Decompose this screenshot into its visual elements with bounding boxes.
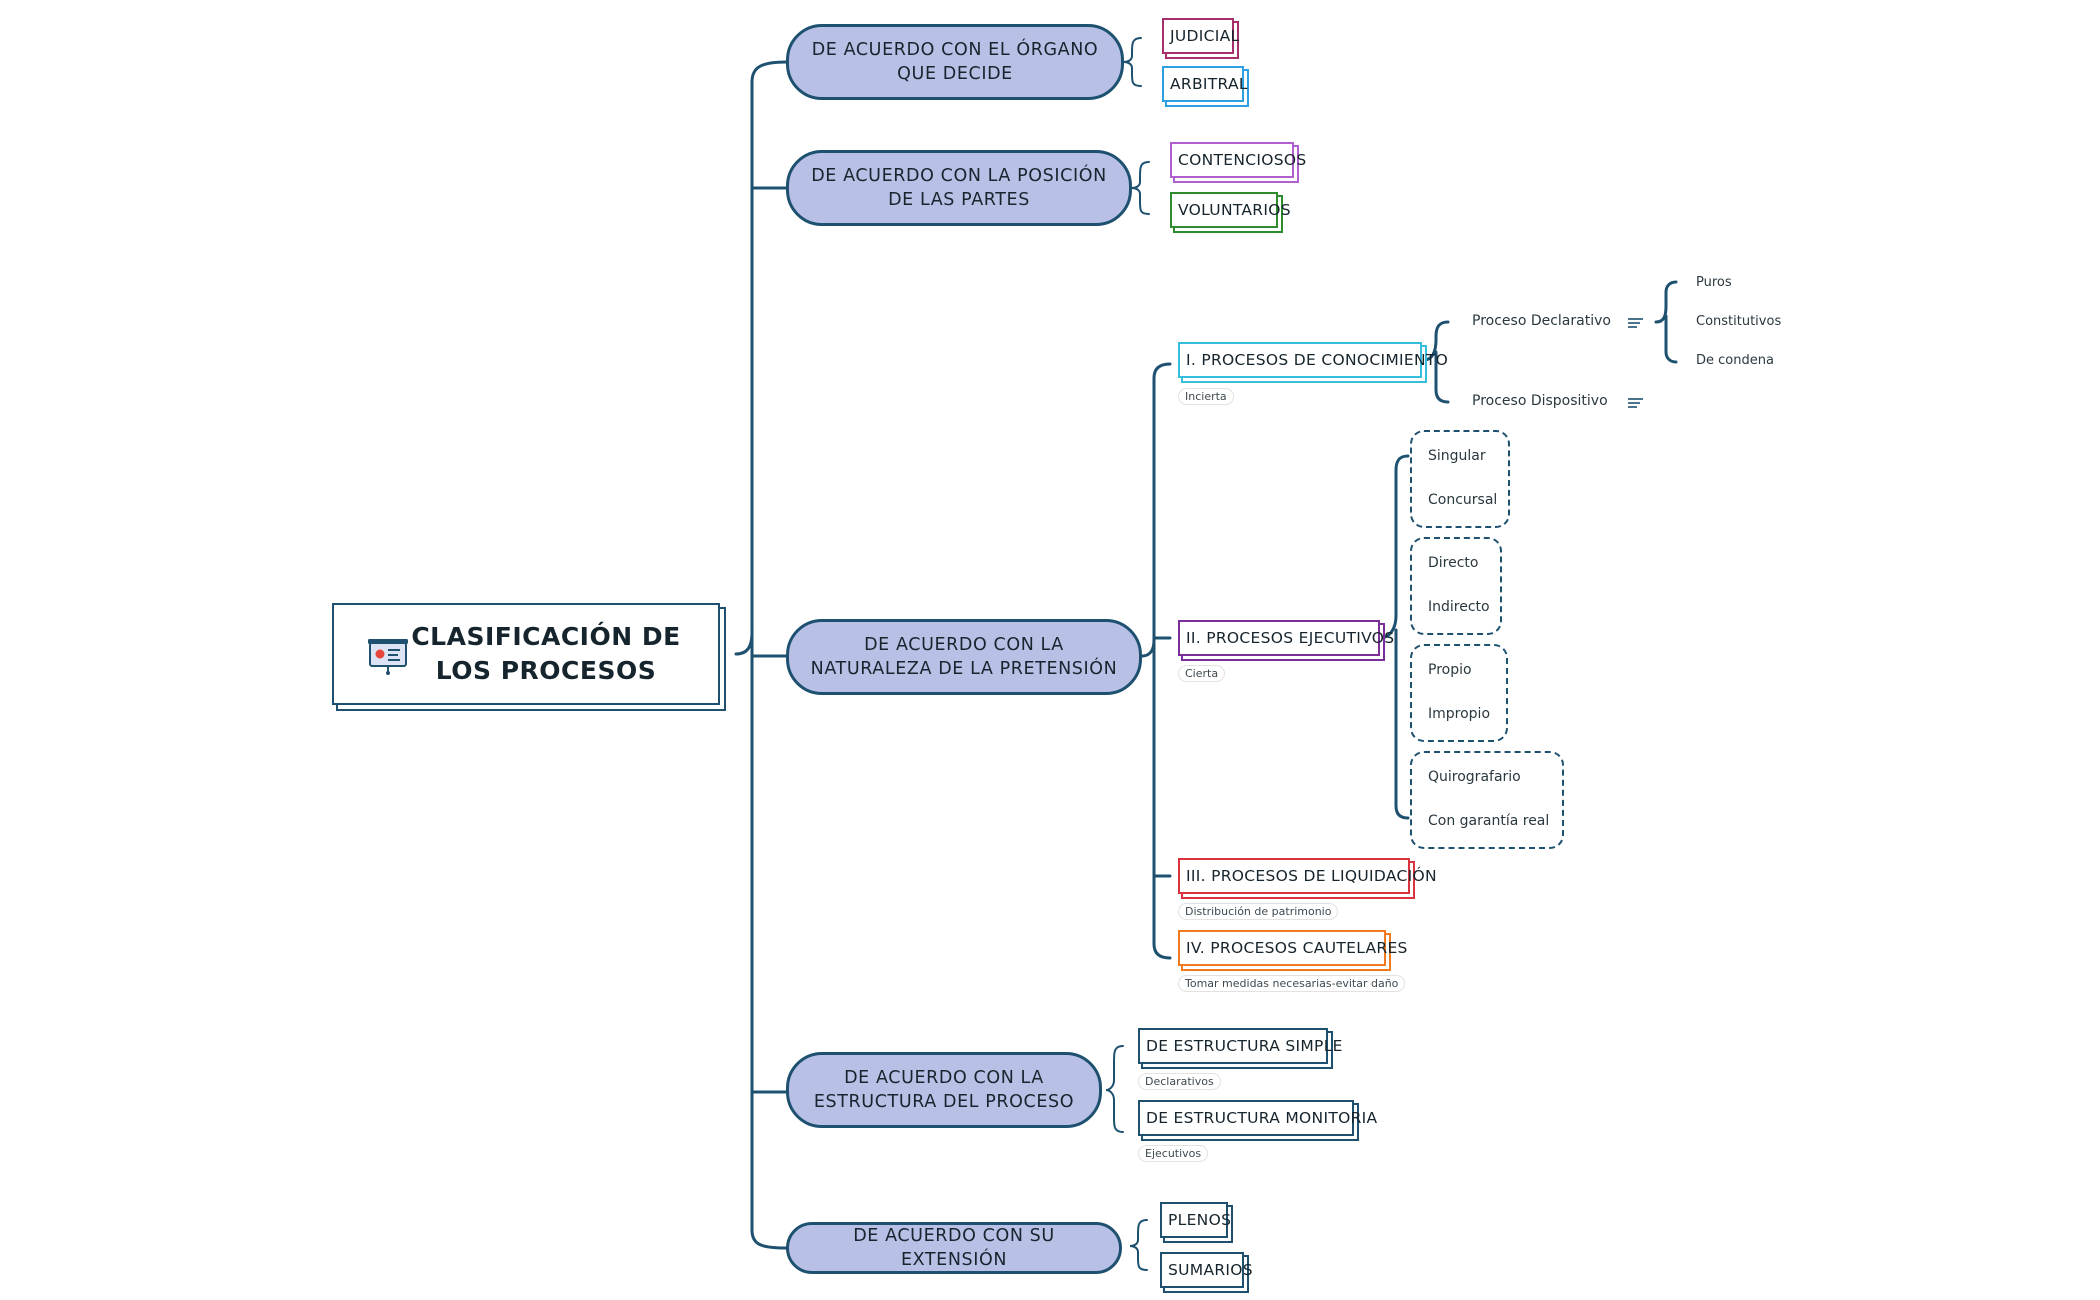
branch-posicion-label: DE ACUERDO CON LA POSICIÓN DE LAS PARTES bbox=[811, 166, 1107, 210]
branch-naturaleza[interactable]: DE ACUERDO CON LA NATURALEZA DE LA PRETE… bbox=[786, 619, 1142, 695]
conocimiento-note: Incierta bbox=[1178, 388, 1234, 405]
arbitral-label: ARBITRAL bbox=[1170, 75, 1248, 93]
branch-estructura[interactable]: DE ACUERDO CON LA ESTRUCTURA DEL PROCESO bbox=[786, 1052, 1102, 1128]
ejecutivos-group-3[interactable] bbox=[1410, 644, 1508, 742]
branch-extension-label: DE ACUERDO CON SU EXTENSIÓN bbox=[853, 1226, 1055, 1270]
declarativo-constitutivos[interactable]: Constitutivos bbox=[1696, 314, 1782, 329]
ejecutivo-con-garantia-real[interactable]: Con garantía real bbox=[1428, 813, 1550, 829]
ejecutivos-note: Cierta bbox=[1178, 665, 1226, 682]
ejecutivo-quirografario[interactable]: Quirografario bbox=[1428, 769, 1521, 785]
ejecutivos-label: II. PROCESOS EJECUTIVOS bbox=[1186, 629, 1395, 647]
cautelares-note: Tomar medidas necesarias-evitar daño bbox=[1178, 975, 1406, 992]
plenos-label: PLENOS bbox=[1168, 1211, 1232, 1229]
proceso-dispositivo[interactable]: Proceso Dispositivo bbox=[1472, 393, 1608, 409]
proceso-declarativo[interactable]: Proceso Declarativo bbox=[1472, 313, 1611, 329]
ejecutivos-group-2[interactable] bbox=[1410, 537, 1502, 635]
estructura-monitoria-box[interactable]: DE ESTRUCTURA MONITORIA bbox=[1138, 1100, 1377, 1136]
ejecutivo-singular[interactable]: Singular bbox=[1428, 448, 1486, 464]
estructura-monitoria-note: Ejecutivos bbox=[1138, 1145, 1209, 1162]
ejecutivos-group-4[interactable] bbox=[1410, 751, 1564, 849]
proceso-dispositivo-label: Proceso Dispositivo bbox=[1472, 393, 1608, 409]
judicial-label: JUDICIAL bbox=[1170, 27, 1240, 45]
root-title: CLASIFICACIÓN DE LOS PROCESOS bbox=[411, 622, 681, 685]
notes-lines-icon bbox=[1628, 318, 1643, 328]
estructura-simple-note: Declarativos bbox=[1138, 1073, 1221, 1090]
conocimiento-label: I. PROCESOS DE CONOCIMIENTO bbox=[1186, 351, 1449, 369]
presentation-board-icon bbox=[368, 639, 408, 675]
branch-naturaleza-label: DE ACUERDO CON LA NATURALEZA DE LA PRETE… bbox=[810, 635, 1118, 679]
sumarios-label: SUMARIOS bbox=[1168, 1261, 1253, 1279]
contenciosos-label: CONTENCIOSOS bbox=[1178, 151, 1307, 169]
ejecutivos-box[interactable]: II. PROCESOS EJECUTIVOS bbox=[1178, 620, 1394, 656]
liquidacion-label: III. PROCESOS DE LIQUIDACIÓN bbox=[1186, 867, 1437, 885]
liquidacion-note: Distribución de patrimonio bbox=[1178, 903, 1339, 920]
voluntarios-label: VOLUNTARIOS bbox=[1178, 201, 1291, 219]
estructura-simple-label: DE ESTRUCTURA SIMPLE bbox=[1146, 1037, 1343, 1055]
estructura-monitoria-label: DE ESTRUCTURA MONITORIA bbox=[1146, 1109, 1378, 1127]
ejecutivo-indirecto[interactable]: Indirecto bbox=[1428, 599, 1490, 615]
cautelares-box[interactable]: IV. PROCESOS CAUTELARES bbox=[1178, 930, 1407, 966]
cautelares-label: IV. PROCESOS CAUTELARES bbox=[1186, 939, 1408, 957]
plenos-box[interactable]: PLENOS bbox=[1160, 1202, 1232, 1238]
branch-posicion[interactable]: DE ACUERDO CON LA POSICIÓN DE LAS PARTES bbox=[786, 150, 1132, 226]
liquidacion-box[interactable]: III. PROCESOS DE LIQUIDACIÓN bbox=[1178, 858, 1437, 894]
conocimiento-box[interactable]: I. PROCESOS DE CONOCIMIENTO bbox=[1178, 342, 1448, 378]
estructura-simple-box[interactable]: DE ESTRUCTURA SIMPLE bbox=[1138, 1028, 1342, 1064]
arbitral-box[interactable]: ARBITRAL bbox=[1162, 66, 1248, 102]
voluntarios-box[interactable]: VOLUNTARIOS bbox=[1170, 192, 1291, 228]
declarativo-de-condena[interactable]: De condena bbox=[1696, 353, 1774, 368]
notes-lines-icon bbox=[1628, 398, 1643, 408]
ejecutivo-propio[interactable]: Propio bbox=[1428, 662, 1472, 678]
judicial-box[interactable]: JUDICIAL bbox=[1162, 18, 1239, 54]
branch-extension[interactable]: DE ACUERDO CON SU EXTENSIÓN bbox=[786, 1222, 1122, 1274]
root-topic[interactable]: CLASIFICACIÓN DE LOS PROCESOS bbox=[332, 603, 720, 705]
sumarios-box[interactable]: SUMARIOS bbox=[1160, 1252, 1253, 1288]
ejecutivo-concursal[interactable]: Concursal bbox=[1428, 492, 1498, 508]
branch-estructura-label: DE ACUERDO CON LA ESTRUCTURA DEL PROCESO bbox=[813, 1068, 1075, 1112]
branch-organo[interactable]: DE ACUERDO CON EL ÓRGANO QUE DECIDE bbox=[786, 24, 1124, 100]
proceso-declarativo-label: Proceso Declarativo bbox=[1472, 313, 1611, 329]
ejecutivo-impropio[interactable]: Impropio bbox=[1428, 706, 1491, 722]
branch-organo-label: DE ACUERDO CON EL ÓRGANO QUE DECIDE bbox=[811, 40, 1099, 84]
ejecutivo-directo[interactable]: Directo bbox=[1428, 555, 1479, 571]
declarativo-puros[interactable]: Puros bbox=[1696, 275, 1732, 290]
ejecutivos-group-1[interactable] bbox=[1410, 430, 1510, 528]
contenciosos-box[interactable]: CONTENCIOSOS bbox=[1170, 142, 1306, 178]
